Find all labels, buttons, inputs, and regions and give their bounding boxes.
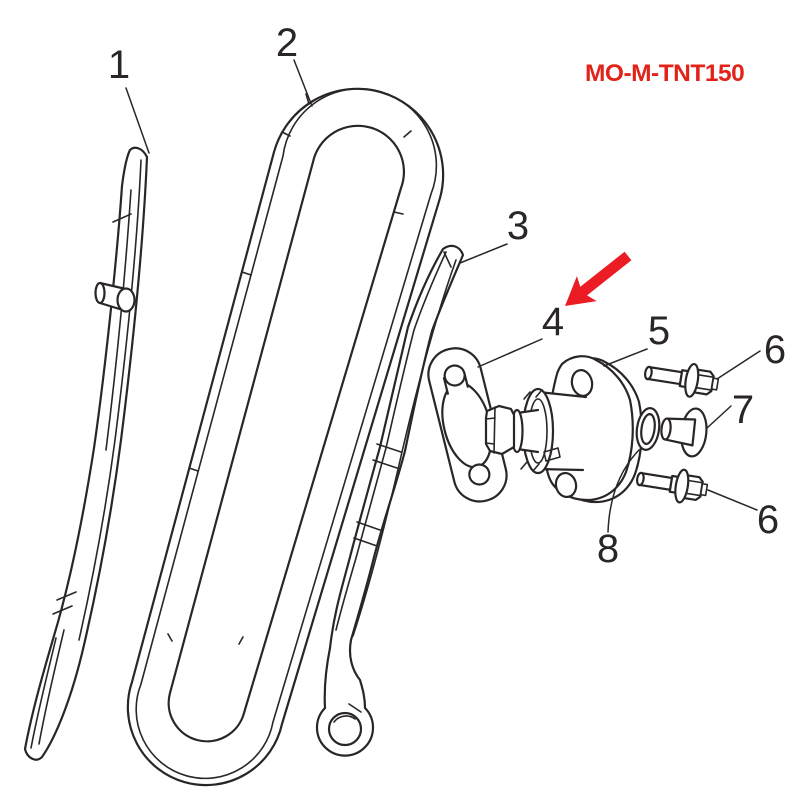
cam-chain xyxy=(126,87,445,787)
leader-3 xyxy=(459,243,508,264)
washer-cap-boss-end xyxy=(660,417,672,441)
leader-2 xyxy=(293,59,313,107)
guide-pin-end xyxy=(94,281,106,305)
gasket-bolt-hole-top xyxy=(443,364,466,387)
hex-head-facets xyxy=(485,406,496,454)
callout-2: 2 xyxy=(276,21,298,65)
washer-cap xyxy=(660,407,708,458)
bolt-flange-washer xyxy=(684,362,700,398)
bolt-head-nub xyxy=(710,377,720,391)
plunger-hex-head xyxy=(484,404,516,456)
leader-6-upper xyxy=(716,350,761,380)
callout-4: 4 xyxy=(542,300,564,344)
diagram-linework xyxy=(23,59,761,787)
leader-lines xyxy=(125,59,761,533)
o-ring xyxy=(635,407,661,451)
tensioner-blade xyxy=(315,244,465,757)
callout-6-upper: 6 xyxy=(764,328,786,372)
bolt-head-nub xyxy=(699,482,709,497)
blade-pivot-eye-hole xyxy=(327,711,363,747)
highlight-arrow-icon xyxy=(565,251,632,306)
leader-8 xyxy=(607,449,640,533)
callout-5: 5 xyxy=(648,309,670,353)
ratchet-teeth xyxy=(520,389,561,472)
cam-chain-edge-contour xyxy=(135,87,438,780)
gasket-bolt-hole-bottom xyxy=(468,463,491,486)
callout-8: 8 xyxy=(597,527,619,571)
o-ring-inner xyxy=(640,413,656,445)
bolt-tip xyxy=(643,365,653,381)
guide-pin-cap xyxy=(116,287,136,313)
leader-5 xyxy=(603,348,648,367)
flange-bolt-upper xyxy=(643,362,720,398)
cam-chain-guide xyxy=(23,146,149,761)
bolt-tip xyxy=(635,471,645,487)
callout-6-lower: 6 xyxy=(757,498,779,542)
leader-6-lower xyxy=(707,489,758,511)
part-code-text: MO-M-TNT150 xyxy=(585,60,744,87)
tensioner-blade-details xyxy=(333,251,457,723)
callout-3: 3 xyxy=(507,204,529,248)
cam-chain-inner xyxy=(167,124,406,743)
bolt-shaft xyxy=(646,365,684,386)
flange-hole-bottom xyxy=(554,471,578,499)
cam-chain-guide-details xyxy=(30,159,142,749)
leader-1 xyxy=(125,87,150,154)
callout-1: 1 xyxy=(108,43,130,87)
cam-chain-guide-outline xyxy=(23,146,149,761)
tensioner-assembly xyxy=(484,355,643,504)
tensioner-body-top xyxy=(536,390,588,399)
bolt-flange-washer xyxy=(674,468,690,504)
callout-labels: 1 2 3 4 5 6 7 6 8 xyxy=(108,21,786,571)
flange-bolt-lower xyxy=(635,468,709,504)
leader-4 xyxy=(477,338,543,368)
callout-7: 7 xyxy=(732,388,754,432)
flange-hole-top xyxy=(570,369,594,397)
cam-chain-link-ticks xyxy=(167,93,412,645)
leader-7 xyxy=(706,405,732,429)
